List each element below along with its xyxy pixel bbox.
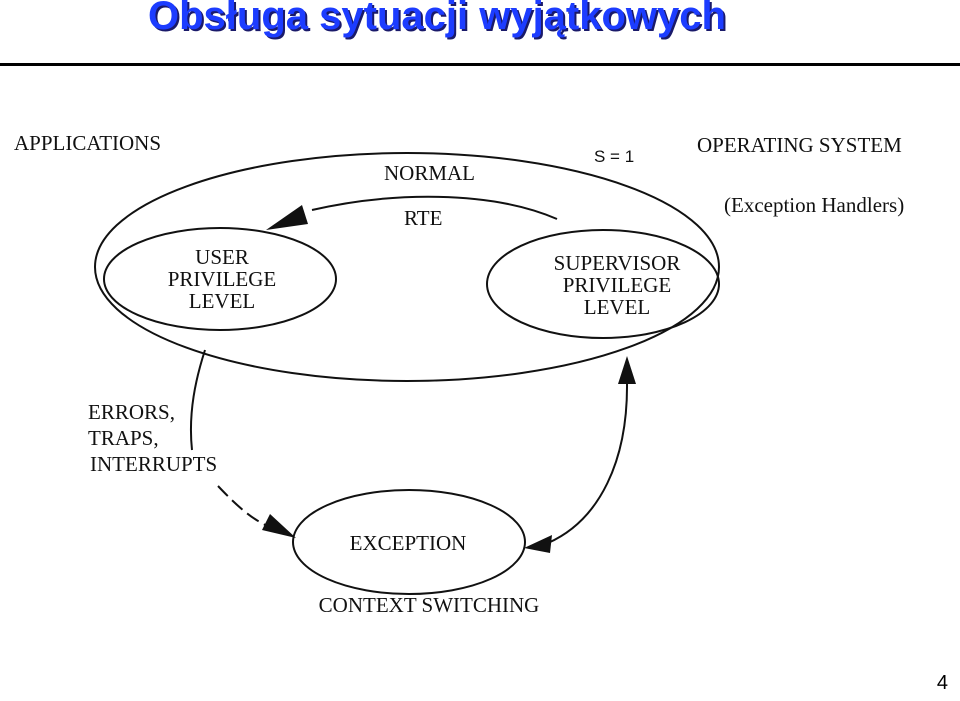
context-switching-label: CONTEXT SWITCHING <box>319 593 540 617</box>
exception-ellipse <box>292 489 526 595</box>
applications-label: APPLICATIONS <box>14 131 161 155</box>
supervisor-mode-line-2: PRIVILEGE <box>563 273 672 297</box>
operating-system-label: OPERATING SYSTEM <box>697 133 902 157</box>
user-mode-line-2: PRIVILEGE <box>168 267 277 291</box>
trigger-line-2: TRAPS, <box>88 426 159 450</box>
slide-title: Obsługa sytuacji wyjątkowych <box>148 0 726 38</box>
normal-mode-ellipse <box>94 152 720 382</box>
trigger-arrow-lower <box>217 485 273 529</box>
handler-arrowhead-left <box>524 535 552 553</box>
user-privilege-ellipse <box>103 227 337 331</box>
supervisor-mode-line-1: SUPERVISOR <box>554 251 681 275</box>
rte-arrowhead <box>266 205 308 230</box>
page-number: 4 <box>936 672 948 694</box>
supervisor-mode-line-3: LEVEL <box>584 295 650 319</box>
trigger-arrow-upper <box>189 349 206 451</box>
handler-arrow <box>547 381 629 544</box>
user-mode-line-3: LEVEL <box>189 289 255 313</box>
user-mode-line-1: USER <box>195 245 249 269</box>
supervisor-privilege-ellipse <box>486 229 720 339</box>
exception-label: EXCEPTION <box>350 531 467 555</box>
rte-arrow <box>311 195 558 220</box>
rte-label: RTE <box>404 206 442 230</box>
exception-handlers-label: (Exception Handlers) <box>724 193 904 217</box>
s-flag-label: S = 1 <box>594 147 634 166</box>
normal-label: NORMAL <box>384 161 475 185</box>
trigger-arrowhead <box>262 514 296 538</box>
trigger-line-3: INTERRUPTS <box>90 452 217 476</box>
handler-arrowhead-up <box>618 356 636 384</box>
title-divider <box>0 63 960 66</box>
trigger-line-1: ERRORS, <box>88 400 175 424</box>
